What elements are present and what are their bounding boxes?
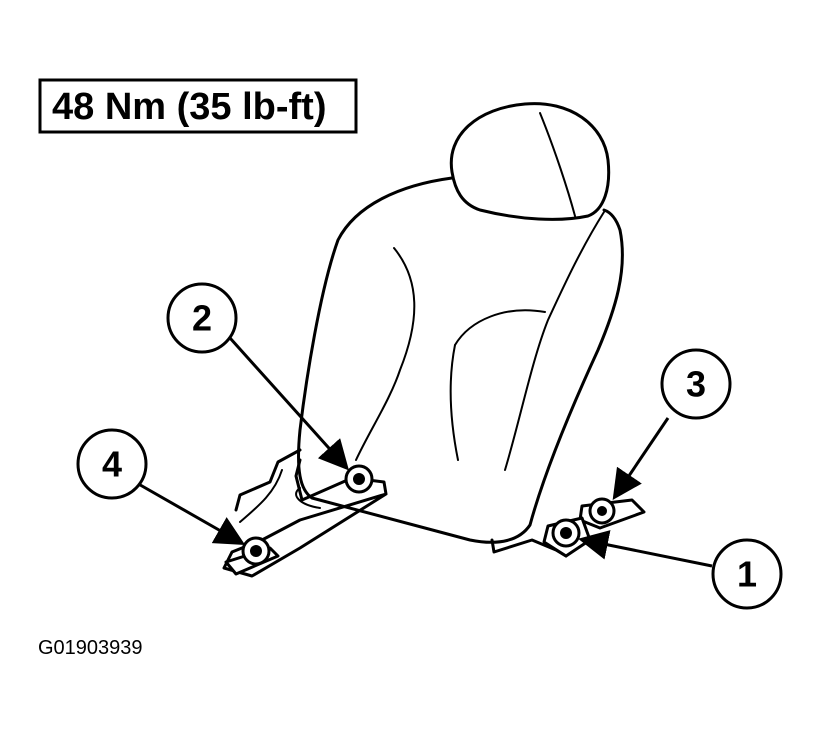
bolt-2-hole [353, 473, 365, 485]
torque-spec-box: 48 Nm (35 lb-ft) [38, 78, 358, 134]
callout-1: 1 [711, 538, 783, 610]
backrest-bolster-line [504, 211, 605, 471]
torque-spec-label: 48 Nm (35 lb-ft) [52, 86, 326, 128]
bolt-4-hole [250, 545, 262, 557]
seat-headrest [449, 102, 611, 221]
arrow-2 [228, 336, 350, 471]
callout-1-circle [711, 538, 783, 610]
torque-spec-frame [38, 78, 358, 134]
arrow-1 [578, 530, 713, 568]
leader-arrows [134, 336, 713, 568]
callout-2: 2 [166, 282, 238, 354]
callout-4-label: 4 [102, 444, 122, 485]
left-track-inner [239, 469, 283, 523]
callout-3: 3 [660, 348, 732, 420]
arrow-4 [134, 480, 246, 545]
left-seat-track [222, 448, 388, 578]
callout-1-label: 1 [737, 554, 757, 595]
bolt-1-hole [560, 527, 572, 539]
backrest-inner-panel [355, 247, 416, 461]
bolt-3-hole [597, 506, 607, 516]
seat-illustration [295, 102, 624, 544]
callout-3-circle [660, 348, 732, 420]
backrest-cushion-curve [454, 309, 546, 346]
callout-2-label: 2 [192, 298, 212, 339]
callout-2-circle [166, 282, 238, 354]
arrow-3 [612, 417, 670, 500]
backrest-side-line [449, 344, 459, 461]
left-track-body [222, 458, 388, 578]
seat-backrest [297, 176, 624, 544]
callout-4: 4 [76, 428, 148, 500]
figure-id: G01903939 [38, 637, 143, 659]
callout-4-circle [76, 428, 148, 500]
left-track-upper [234, 448, 302, 512]
headrest-seam [539, 112, 576, 217]
callout-3-label: 3 [686, 364, 706, 405]
